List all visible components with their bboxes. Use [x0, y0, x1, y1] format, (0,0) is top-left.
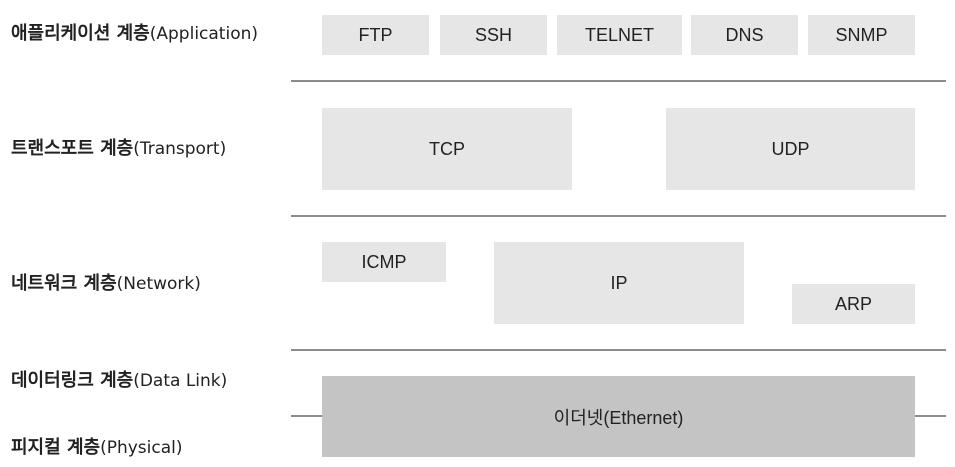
datalink-layer-name: 데이터링크 계층: [11, 370, 134, 391]
physical-layer-label: 피지컬 계층(Physical): [11, 437, 183, 459]
ip-box: IP: [494, 242, 744, 324]
network-layer-name: 네트워크 계층: [11, 273, 117, 294]
ssh-box: SSH: [440, 15, 547, 55]
physical-layer-name: 피지컬 계층: [11, 437, 101, 458]
arp-box: ARP: [792, 284, 915, 324]
ethernet-right-tick: [915, 415, 946, 417]
telnet-box: TELNET: [557, 15, 682, 55]
icmp-box: ICMP: [322, 242, 446, 282]
udp-box: UDP: [666, 108, 915, 190]
datalink-layer-label: 데이터링크 계층(Data Link): [11, 370, 227, 392]
dns-box: DNS: [691, 15, 798, 55]
ethernet-left-tick: [291, 415, 322, 417]
application-layer-en: (Application): [149, 24, 259, 44]
application-layer-name: 애플리케이션 계층: [11, 23, 150, 44]
snmp-box: SNMP: [808, 15, 915, 55]
transport-layer-name: 트랜스포트 계층: [11, 138, 134, 159]
physical-layer-en: (Physical): [100, 438, 183, 458]
network-layer-label: 네트워크 계층(Network): [11, 273, 201, 295]
ftp-box: FTP: [322, 15, 429, 55]
transport-layer-en: (Transport): [133, 139, 227, 159]
application-layer-label: 애플리케이션 계층(Application): [11, 23, 258, 45]
divider-network-link: [291, 349, 946, 351]
divider-application-transport: [291, 80, 946, 82]
datalink-layer-en: (Data Link): [133, 371, 228, 391]
divider-transport-network: [291, 215, 946, 217]
tcp-box: TCP: [322, 108, 572, 190]
network-layer-en: (Network): [116, 274, 201, 294]
ethernet-box: 이더넷(Ethernet): [322, 376, 915, 457]
transport-layer-label: 트랜스포트 계층(Transport): [11, 138, 226, 160]
